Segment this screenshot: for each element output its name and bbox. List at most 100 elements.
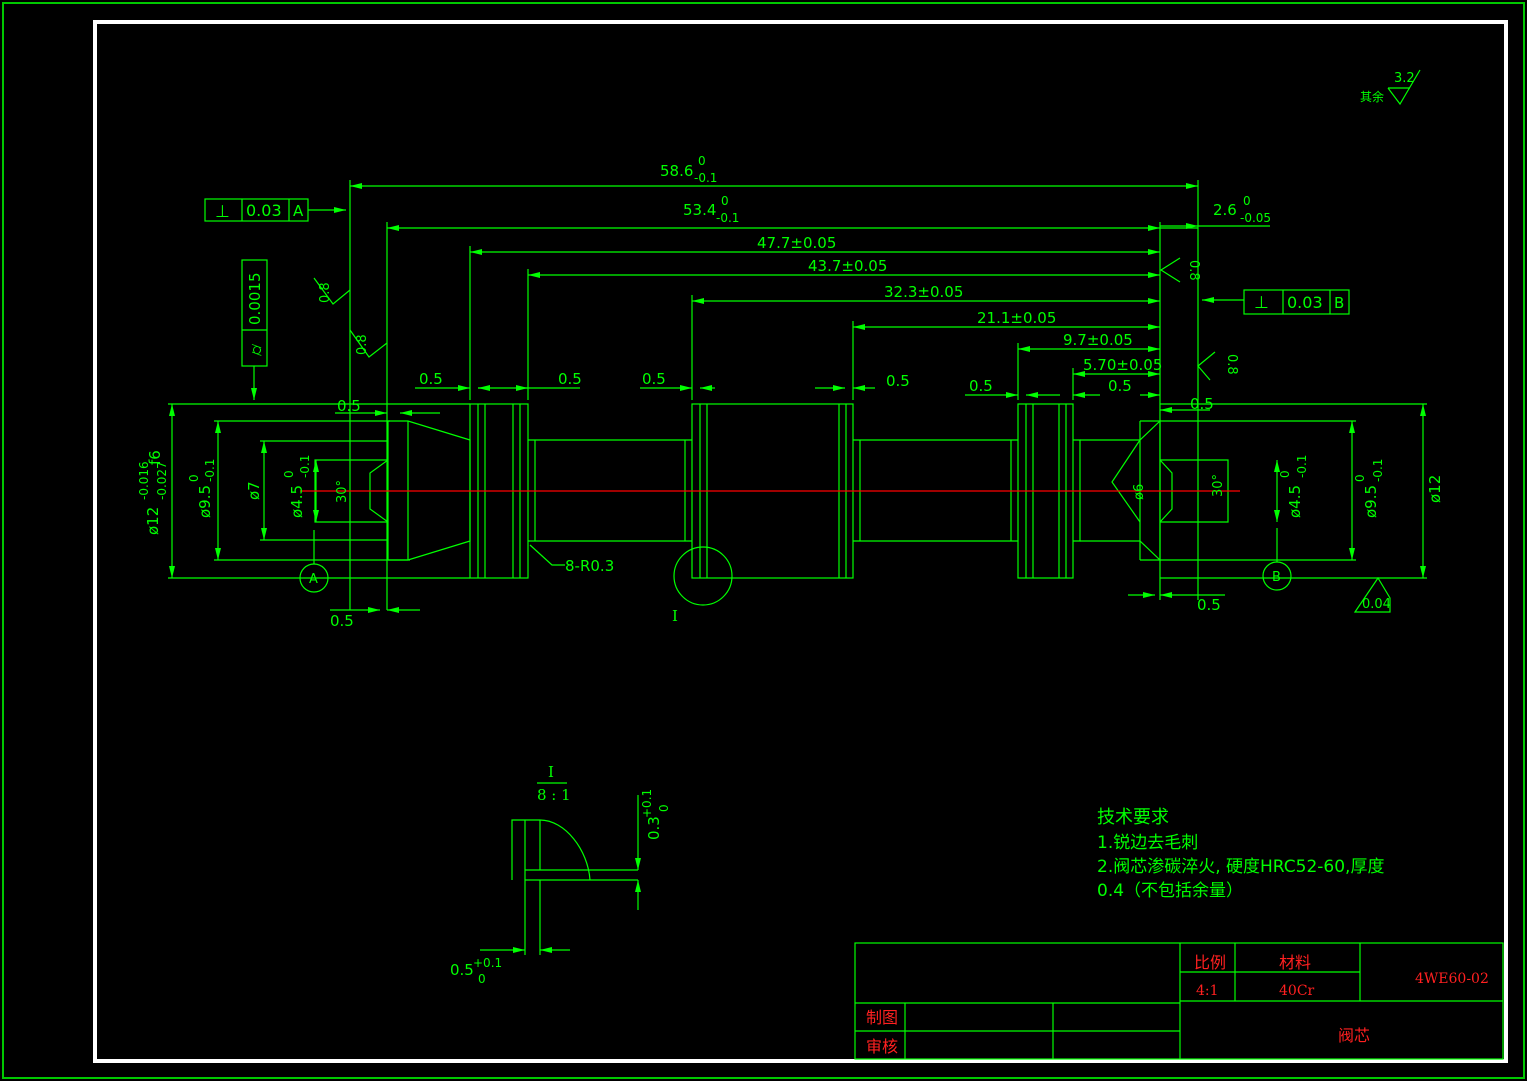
- frame-a-datum: A: [293, 202, 304, 220]
- frame-b-symbol: ⊥: [1254, 293, 1269, 313]
- dim-small-6: 0.5: [1190, 395, 1214, 413]
- detail-depth: 0.3: [645, 816, 663, 840]
- title-checked-label: 审核: [866, 1037, 898, 1056]
- runout-value: 0.04: [1362, 597, 1391, 612]
- dim-small-4: 0.5: [969, 377, 993, 395]
- dim-58-6-lower: -0.1: [694, 171, 717, 185]
- dim-small-3: 0.5: [886, 372, 910, 390]
- horizontal-dimensions: [350, 183, 1270, 377]
- dia-left-9-5-lower: -0.1: [203, 459, 217, 482]
- title-block-grid: [854, 942, 1504, 1060]
- roughness-value-1: 0.8: [355, 334, 370, 355]
- general-roughness-symbol: [1387, 69, 1421, 106]
- title-drawn-label: 制图: [866, 1008, 898, 1027]
- roughness-value-2: 0.8: [1186, 260, 1201, 281]
- dim-2-6: 2.6: [1213, 201, 1237, 219]
- dia-right-9-5-lower: -0.1: [1371, 459, 1385, 482]
- detail-width-upper: +0.1: [473, 956, 502, 970]
- dim-58-6: 58.6: [660, 162, 693, 180]
- dia-right-4-5-upper: 0: [1278, 470, 1292, 478]
- detail-view: [480, 782, 641, 955]
- dim-47-7: 47.7±0.05: [757, 234, 836, 252]
- notes-item-1: 2.阀芯渗碳淬火, 硬度HRC52-60,厚度: [1097, 857, 1384, 877]
- detail-callout-circle: [673, 546, 733, 606]
- dim-9-7: 9.7±0.05: [1063, 331, 1133, 349]
- dim-53-4-lower: -0.1: [716, 211, 739, 225]
- perpendicularity-frame-a: [204, 198, 346, 222]
- dia-left-12-lower: -0.027: [155, 461, 169, 500]
- detail-width-lower: 0: [478, 972, 486, 986]
- dia-left-12: ø12: [144, 507, 162, 535]
- runout-symbol: [1353, 576, 1391, 613]
- dia-left-12-fit: f6: [146, 450, 164, 465]
- fillet-leader: [529, 544, 565, 566]
- dia-left-7: ø7: [245, 481, 263, 500]
- right-inner-dia: ø6: [1132, 484, 1147, 500]
- dia-left-4-5-lower: -0.1: [298, 455, 312, 478]
- dim-21-1: 21.1±0.05: [977, 309, 1056, 327]
- detail-label: I: [548, 763, 554, 781]
- dim-small-8: 0.5: [330, 612, 354, 630]
- roughness-value-3: 0.8: [1224, 354, 1239, 375]
- notes-item-2: 0.4（不包括余量）: [1097, 881, 1243, 901]
- detail-scale: 8 : 1: [537, 786, 571, 804]
- dia-left-4-5: ø4.5: [288, 485, 306, 518]
- perpendicularity-frame-b: [1202, 289, 1350, 315]
- datum-a-label: A: [309, 572, 318, 587]
- small-dimension-lines: [330, 385, 1225, 613]
- roughness-value-0: 0.8: [318, 282, 333, 303]
- dim-58-6-upper: 0: [698, 154, 706, 168]
- dia-right-4-5: ø4.5: [1286, 485, 1304, 518]
- inner-frame: [93, 20, 1508, 1063]
- dim-53-4: 53.4: [683, 201, 716, 219]
- fillet-label: 8-R0.3: [565, 557, 614, 575]
- angle-right: 30°: [1211, 474, 1226, 497]
- title-part-name: 阀芯: [1338, 1026, 1370, 1045]
- title-drawing-number: 4WE60-02: [1415, 971, 1489, 987]
- detail-width: 0.5: [450, 961, 474, 979]
- frame-a-value: 0.03: [246, 201, 282, 220]
- title-scale-value: 4:1: [1196, 983, 1219, 999]
- cylindricity-value: 0.0015: [246, 273, 264, 326]
- dia-right-9-5-upper: 0: [1353, 474, 1367, 482]
- datum-markers: [299, 528, 1292, 593]
- detail-depth-lower: 0: [657, 804, 671, 812]
- frame-b-datum: B: [1334, 294, 1344, 312]
- cylindricity-symbol: ⌭: [247, 343, 267, 356]
- notes-item-0: 1.锐边去毛刺: [1097, 833, 1198, 853]
- dia-left-9-5-upper: 0: [187, 474, 201, 482]
- general-roughness-value: 3.2: [1394, 71, 1415, 86]
- dim-small-5: 0.5: [1108, 377, 1132, 395]
- dim-2-6-upper: 0: [1243, 194, 1251, 208]
- angle-left: 30°: [335, 480, 350, 503]
- dim-43-7: 43.7±0.05: [808, 257, 887, 275]
- dim-32-3: 32.3±0.05: [884, 283, 963, 301]
- title-material-label: 材料: [1279, 953, 1311, 972]
- diameter-dimensions: [168, 403, 1427, 579]
- dia-right-9-5: ø9.5: [1362, 485, 1380, 518]
- frame-a-symbol: ⊥: [215, 202, 230, 222]
- dim-5-70: 5.70±0.05: [1083, 356, 1162, 374]
- frame-b-value: 0.03: [1287, 293, 1323, 312]
- title-material-value: 40Cr: [1279, 983, 1315, 999]
- datum-b-label: B: [1272, 570, 1281, 585]
- dim-small-1: 0.5: [558, 370, 582, 388]
- dia-left-4-5-upper: 0: [282, 470, 296, 478]
- dim-small-7: 0.5: [337, 397, 361, 415]
- general-roughness-label: 其余: [1360, 89, 1384, 104]
- dim-small-2: 0.5: [642, 370, 666, 388]
- dim-small-0: 0.5: [419, 370, 443, 388]
- roughness-symbols: [313, 257, 1216, 381]
- notes-title: 技术要求: [1097, 807, 1169, 828]
- dim-53-4-upper: 0: [721, 194, 729, 208]
- cylindricity-frame: [241, 259, 268, 400]
- dim-2-6-lower: -0.05: [1240, 211, 1271, 225]
- dim-small-9: 0.5: [1197, 596, 1221, 614]
- dia-right-4-5-lower: -0.1: [1295, 455, 1309, 478]
- detail-callout-label: I: [672, 607, 678, 625]
- title-scale-label: 比例: [1194, 953, 1226, 972]
- dia-left-9-5: ø9.5: [196, 485, 214, 518]
- detail-depth-upper: +0.1: [640, 789, 654, 818]
